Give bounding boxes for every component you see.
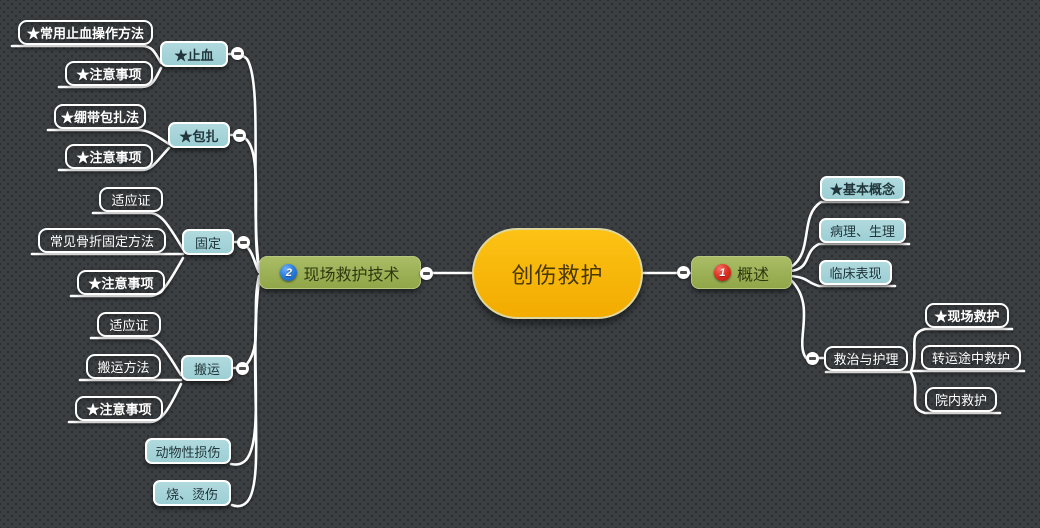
subtopic-fixation[interactable]: 固定 <box>182 229 234 255</box>
edge-bandaging-wrapping <box>46 128 171 146</box>
edge-transport-precautions <box>67 382 183 424</box>
subtopic-animal-injury[interactable]: 动物性损伤 <box>145 438 231 464</box>
minus-icon <box>236 134 243 137</box>
edge-treatment-inhospital <box>909 371 1002 415</box>
leaf-hemostasis-precautions[interactable]: ★注意事项 <box>65 61 153 86</box>
main-topic-techniques-label: 现场救护技术 <box>303 266 400 284</box>
collapse-button-techniques[interactable] <box>420 267 433 280</box>
main-topic-overview[interactable]: 1 概述 <box>691 256 792 289</box>
collapse-button-bandaging[interactable] <box>233 129 246 142</box>
leaf-bandaging-precautions[interactable]: ★注意事项 <box>65 144 153 169</box>
leaf-transport-indications[interactable]: 适应证 <box>97 312 161 337</box>
minus-icon <box>240 241 247 244</box>
edge-overview-basic-concepts <box>789 200 910 269</box>
subtopic-burn-scald[interactable]: 烧、烫伤 <box>153 480 231 506</box>
subtopic-basic-concepts[interactable]: ★基本概念 <box>820 176 905 201</box>
collapse-button-overview[interactable] <box>677 266 690 279</box>
minus-icon <box>239 367 246 370</box>
priority-badge-1: 1 <box>713 264 731 281</box>
minus-icon <box>423 272 430 275</box>
edge-bandaging-precautions <box>57 146 171 172</box>
subtopic-bandaging[interactable]: ★包扎 <box>168 122 230 148</box>
leaf-onsite-rescue[interactable]: ★现场救护 <box>925 303 1009 328</box>
edge-fixation-indications <box>91 211 185 251</box>
leaf-transport-methods[interactable]: 搬运方法 <box>86 354 161 379</box>
main-topic-field-rescue-techniques[interactable]: 2 现场救护技术 <box>259 256 421 289</box>
leaf-hemostasis-methods[interactable]: ★常用止血操作方法 <box>18 20 153 45</box>
leaf-fracture-fixation-methods[interactable]: 常见骨折固定方法 <box>38 228 166 253</box>
minus-icon <box>680 271 687 274</box>
collapse-button-transport[interactable] <box>236 362 249 375</box>
edge-overview-clinical <box>789 274 897 288</box>
leaf-fixation-precautions[interactable]: ★注意事项 <box>77 270 165 295</box>
subtopic-treatment-and-care[interactable]: 救治与护理 <box>824 346 908 371</box>
leaf-inhospital-rescue[interactable]: 院内救护 <box>925 387 997 412</box>
leaf-fixation-indications[interactable]: 适应证 <box>99 187 163 212</box>
leaf-transfer-rescue[interactable]: 转运途中救护 <box>921 345 1021 370</box>
minus-icon <box>809 357 816 360</box>
edge-treatment-onsite <box>909 327 1014 373</box>
edge-hemostasis-methods <box>10 44 163 65</box>
collapse-button-treatment[interactable] <box>806 352 819 365</box>
central-topic[interactable]: 创伤救护 <box>472 228 643 319</box>
leaf-transport-precautions[interactable]: ★注意事项 <box>75 396 163 421</box>
edge-techniques-burn <box>230 278 261 508</box>
collapse-button-hemostasis[interactable] <box>231 47 244 60</box>
collapse-button-fixation[interactable] <box>237 236 250 249</box>
subtopic-pathology-physiology[interactable]: 病理、生理 <box>819 218 906 243</box>
edge-overview-treatment <box>789 278 913 374</box>
edge-transport-indications <box>89 336 183 377</box>
subtopic-hemostasis[interactable]: ★止血 <box>160 41 228 67</box>
main-topic-overview-label: 概述 <box>736 266 769 284</box>
minus-icon <box>234 52 241 55</box>
priority-badge-2: 2 <box>280 264 298 281</box>
subtopic-transport[interactable]: 搬运 <box>181 355 233 381</box>
edge-hemostasis-precautions <box>57 66 163 89</box>
subtopic-clinical-manifestations[interactable]: 临床表现 <box>819 260 892 285</box>
leaf-bandage-wrapping-methods[interactable]: ★绷带包扎法 <box>54 104 146 129</box>
edge-overview-pathology <box>789 242 911 273</box>
